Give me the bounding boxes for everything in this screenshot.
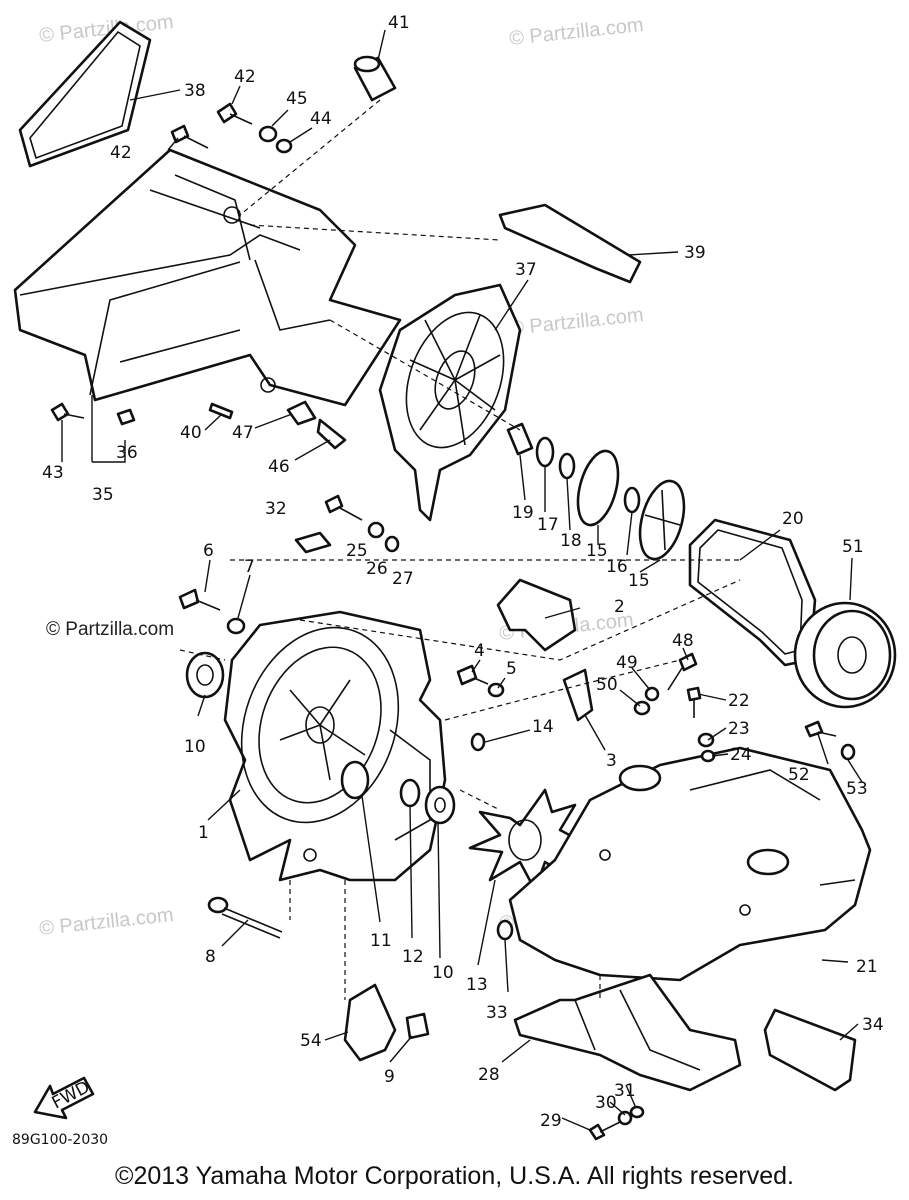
callout-42: 42 <box>234 67 256 87</box>
part-8-bolt <box>207 896 283 939</box>
callout-40: 40 <box>180 423 202 443</box>
callout-6: 6 <box>203 541 214 561</box>
watermark: © Partzilla.com <box>508 304 644 340</box>
callout-42: 42 <box>110 143 132 163</box>
part-54-plate <box>343 983 397 1062</box>
callout-26: 26 <box>366 559 388 579</box>
part-28-guard <box>513 973 742 1092</box>
part-35-shroud <box>13 148 402 407</box>
part-34-pad <box>763 1008 857 1092</box>
callout-7: 7 <box>244 557 255 577</box>
part-38-strap <box>18 20 152 168</box>
callout-47: 47 <box>232 423 254 443</box>
callout-numbers: 41 42 45 44 38 42 39 37 43 36 40 47 46 3… <box>42 13 884 1131</box>
diagram-code: 89G100-2030 <box>12 1132 109 1148</box>
part-39-pad <box>498 203 642 284</box>
part-9-nut <box>405 1012 430 1040</box>
callout-37: 37 <box>515 260 537 280</box>
callout-32: 32 <box>265 499 287 519</box>
callout-18: 18 <box>560 531 582 551</box>
fwd-arrow-icon: FWD <box>33 1076 95 1120</box>
callout-39: 39 <box>684 243 706 263</box>
callout-14: 14 <box>532 717 554 737</box>
callout-31: 31 <box>614 1081 636 1101</box>
callout-49: 49 <box>616 653 638 673</box>
part-37-fan-cover <box>378 283 522 522</box>
callout-15: 15 <box>586 541 608 561</box>
callout-22: 22 <box>728 691 750 711</box>
callout-16: 16 <box>606 557 628 577</box>
callout-23: 23 <box>728 719 750 739</box>
callout-45: 45 <box>286 89 308 109</box>
part-1-fan-housing <box>223 610 447 882</box>
assembly-guides <box>179 99 741 1000</box>
callout-11: 11 <box>370 931 392 951</box>
watermark: © Partzilla.com <box>508 14 644 50</box>
callout-4: 4 <box>474 641 485 661</box>
callout-12: 12 <box>402 947 424 967</box>
callout-21: 21 <box>856 957 878 977</box>
callout-44: 44 <box>310 109 332 129</box>
pulley-stack <box>506 422 686 561</box>
callout-1: 1 <box>198 823 209 843</box>
callout-27: 27 <box>392 569 414 589</box>
callout-20: 20 <box>782 509 804 529</box>
callout-17: 17 <box>537 515 559 535</box>
callout-3: 3 <box>606 751 617 771</box>
callout-53: 53 <box>846 779 868 799</box>
leader-lines <box>61 29 863 1131</box>
callout-38: 38 <box>184 81 206 101</box>
callout-52: 52 <box>788 765 810 785</box>
callout-2: 2 <box>614 597 625 617</box>
callout-50: 50 <box>596 675 618 695</box>
callout-29: 29 <box>540 1111 562 1131</box>
callout-10: 10 <box>432 963 454 983</box>
copyright-notice: ©2013 Yamaha Motor Corporation, U.S.A. A… <box>115 1162 794 1190</box>
bearing-washers <box>185 651 456 825</box>
callout-54: 54 <box>300 1031 322 1051</box>
callout-13: 13 <box>466 975 488 995</box>
callout-28: 28 <box>478 1065 500 1085</box>
callout-5: 5 <box>506 659 517 679</box>
callout-30: 30 <box>595 1093 617 1113</box>
watermark: © Partzilla.com <box>38 904 174 940</box>
callout-35: 35 <box>92 485 114 505</box>
callout-9: 9 <box>384 1067 395 1087</box>
part-41-cap <box>353 55 397 102</box>
callout-24: 24 <box>730 745 752 765</box>
callout-51: 51 <box>842 537 864 557</box>
callout-48: 48 <box>672 631 694 651</box>
part-21-cover <box>508 746 872 982</box>
hardware <box>50 102 856 1141</box>
callout-33: 33 <box>486 1003 508 1023</box>
part-2-bracket <box>496 578 577 652</box>
callout-19: 19 <box>512 503 534 523</box>
callout-34: 34 <box>862 1015 884 1035</box>
fwd-label: FWD <box>49 1077 93 1113</box>
callout-36: 36 <box>116 443 138 463</box>
callout-25: 25 <box>346 541 368 561</box>
callout-15: 15 <box>628 571 650 591</box>
part-51-pulley <box>793 601 897 709</box>
brand-label: © Partzilla.com <box>46 619 175 640</box>
callout-46: 46 <box>268 457 290 477</box>
callout-8: 8 <box>205 947 216 967</box>
callout-43: 43 <box>42 463 64 483</box>
callout-10: 10 <box>184 737 206 757</box>
callout-41: 41 <box>388 13 410 33</box>
